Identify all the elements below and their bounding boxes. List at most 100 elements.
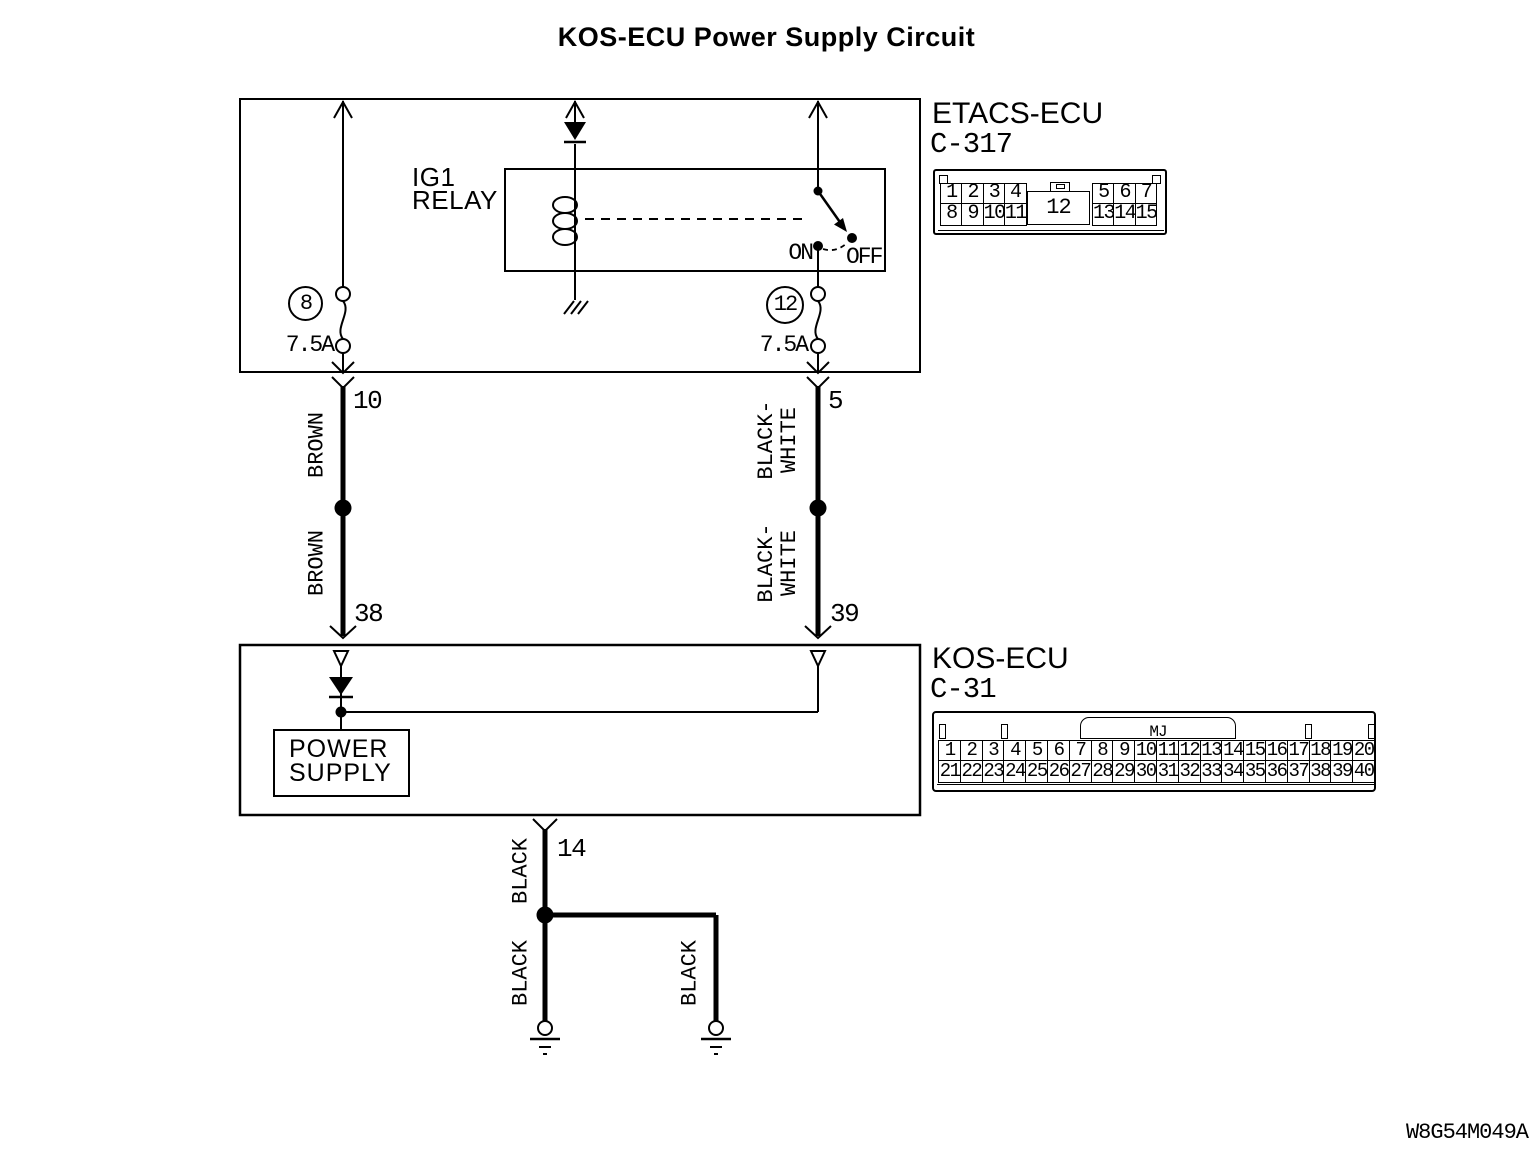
diagram-code: W8G54M049A [1405,1120,1529,1145]
battery-feed-wires [333,99,828,300]
pin-cell: 21 [938,759,962,783]
ig1-relay-box [504,168,886,272]
connector-bottom-line [938,229,1164,231]
pin-cell: 33 [1199,759,1223,783]
kos-internal-diode [329,677,353,718]
pin-cell: 13 [1092,202,1116,226]
kos-ecu-box [238,643,922,817]
pin-cell: 16 [1264,738,1289,761]
pin-cell: 13 [1199,738,1223,761]
c317-latch-inner [1055,184,1065,189]
pin-cell: 22 [959,759,984,783]
etacs-exit-chevrons [331,361,830,390]
relay-coil [552,196,578,246]
kos-input-triangles [332,650,827,669]
pin-5-label: 5 [828,386,844,416]
pin-cell: 9 [961,203,985,226]
wire-color-black-right: BLACK [677,939,703,1007]
ig1-relay-label: IG1 RELAY [412,162,498,215]
pin-cell: 4 [1003,739,1027,761]
pin-cell: 39 [1330,759,1354,783]
ground-symbol-right [701,1020,731,1055]
kos-ecu-heading: KOS-ECU [932,642,1069,675]
fuse-8 [335,286,351,371]
power-supply-label: POWER SUPPLY [289,735,392,787]
wire-color-black-top: BLACK [508,837,534,905]
pin-14-label: 14 [557,834,587,864]
switch-off-label: OFF [846,244,883,270]
pin-cell: 9 [1112,739,1136,761]
pin-cell: 30 [1134,759,1158,783]
pin-cell: 7 [1134,183,1158,205]
fuse-8-badge: 8 [288,286,323,321]
harness-wire-black-white [809,386,827,636]
pin-cell: 14 [1113,202,1137,226]
pin-cell: 27 [1068,759,1093,783]
connector-key-tab [1305,724,1312,739]
etacs-connector-code: C-317 [930,128,1013,161]
fuse-8-rating: 7.5A [285,332,335,358]
connector-key-tab [1368,724,1375,739]
wire-color-black-white-lower: BLACK- WHITE [754,523,802,603]
pin-cell: 32 [1177,759,1202,783]
connector-bottom-line [937,784,1375,785]
pin-cell: 29 [1112,759,1136,783]
pin-cell: 35 [1243,759,1267,783]
pin-cell: 34 [1221,759,1245,783]
c317-latch [1050,182,1070,192]
pin-cell: 8 [940,203,963,226]
pin-cell: 14 [1221,738,1245,761]
pin-cell: 3 [981,739,1005,761]
c31-mj-tab: MJ [1080,717,1236,741]
c317-center-cell: 12 [1027,191,1090,225]
kos-connector-code: C-31 [930,673,997,706]
pin-cell: 25 [1025,759,1049,783]
fuse-12 [810,286,826,371]
pin-10-label: 10 [353,386,383,416]
pin-cell: 24 [1003,759,1027,783]
switch-on-label: ON [788,240,814,266]
fuse-12-badge: 12 [766,286,804,324]
pin-cell: 10 [982,202,1006,226]
pin-cell: 28 [1090,759,1114,783]
pin-cell: 2 [959,739,984,761]
kos-internal-wiring [340,666,819,729]
pin-cell: 11 [1003,202,1027,226]
pin-cell: 15 [1134,202,1158,226]
ground-wiring [532,818,719,1021]
relay-switch [813,186,857,287]
coil-ground [563,300,589,315]
fuse-12-rating: 7.5A [759,332,809,358]
page-title: KOS-ECU Power Supply Circuit [557,22,976,52]
pin-cell: 23 [981,759,1005,783]
pin-cell: 36 [1264,759,1289,783]
kos-entry-chevrons [329,625,832,640]
pin-cell: 6 [1113,183,1137,205]
pin-cell: 1 [938,739,962,761]
pin-cell: 12 [1177,738,1202,761]
wire-color-black-white-upper: BLACK- WHITE [754,400,802,480]
pin-cell: 20 [1352,738,1376,761]
pin-cell: 17 [1286,738,1311,761]
pin-cell: 11 [1155,738,1180,761]
pin-cell: 8 [1090,739,1114,761]
ground-symbol-left [530,1020,560,1055]
pin-cell: 26 [1046,759,1071,783]
pin-cell: 7 [1068,739,1093,761]
pin-cell: 5 [1025,739,1049,761]
wire-color-brown-lower: BROWN [304,529,330,597]
pin-cell: 6 [1046,739,1071,761]
diode [564,122,586,144]
pin-cell: 38 [1308,759,1332,783]
pin-cell: 31 [1155,759,1180,783]
wire-color-black-left: BLACK [508,939,534,1007]
